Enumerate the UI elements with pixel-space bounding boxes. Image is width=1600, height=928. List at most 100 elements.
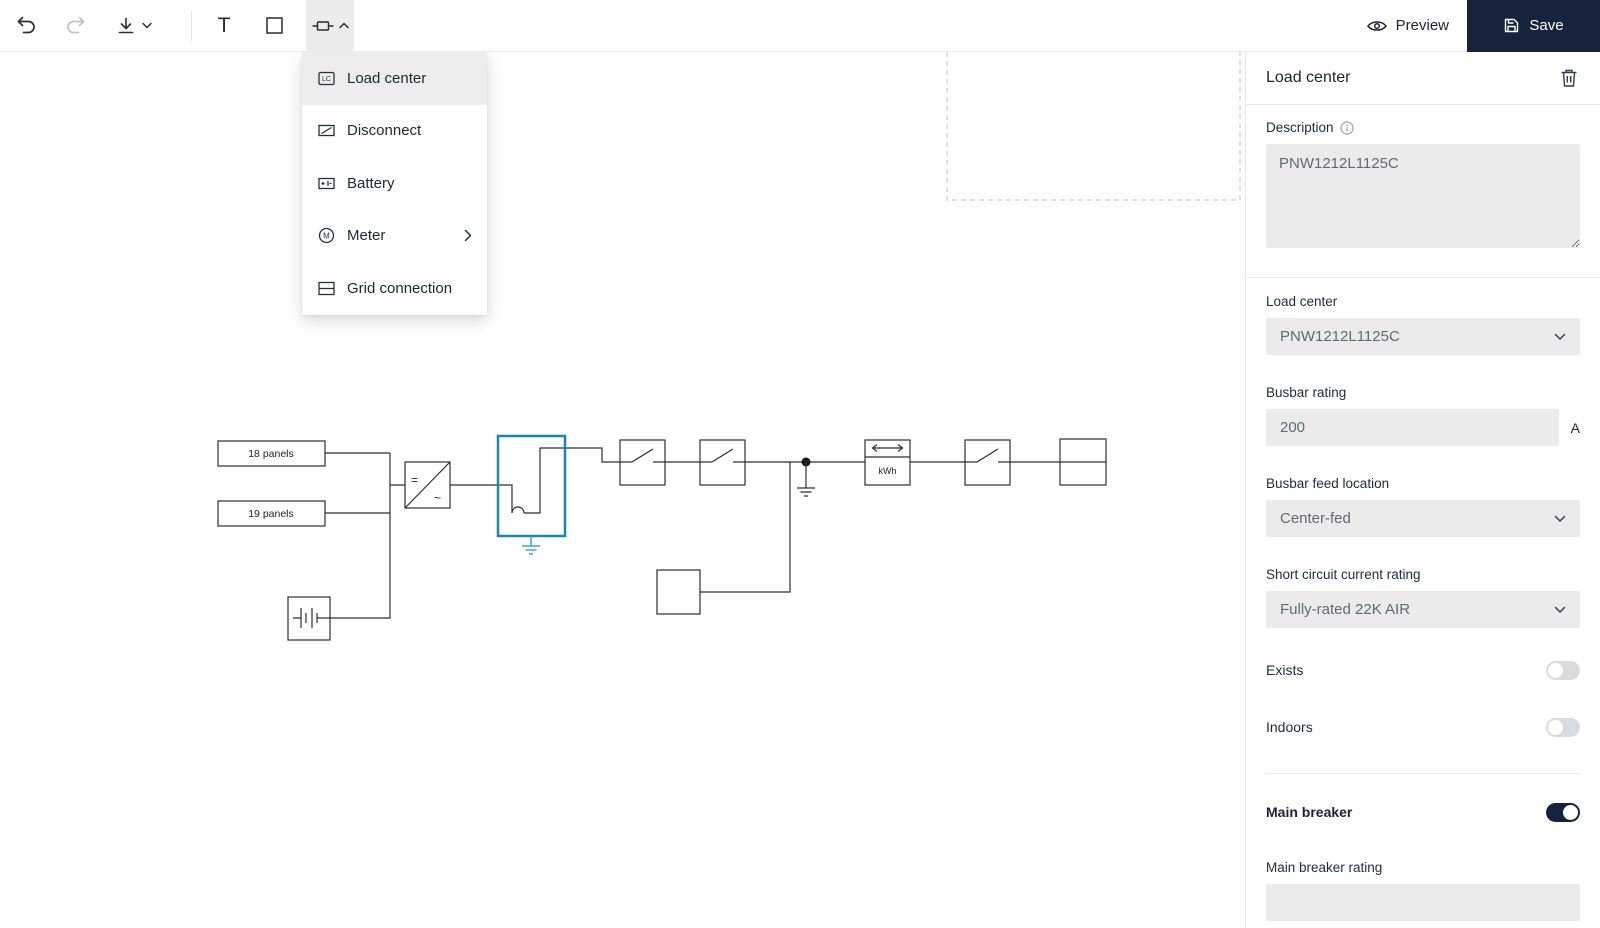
component-tool-icon (312, 20, 333, 31)
wire-loadcenter-to-disconnect1 (565, 447, 620, 463)
chevron-down-icon (1554, 515, 1566, 522)
description-textarea[interactable]: PNW1212L1125C (1266, 144, 1580, 248)
battery-icon (318, 177, 335, 189)
undo-button[interactable] (10, 0, 42, 52)
redo-icon (66, 16, 84, 33)
dashed-selection-region (946, 52, 1241, 201)
busbar-feed-value: Center-fed (1280, 510, 1351, 527)
pv-array-1-label: 18 panels (248, 448, 294, 460)
main-breaker-section: Main breaker Main breaker rating (1246, 774, 1600, 921)
toolbar-left-group: T (0, 0, 354, 52)
menu-item-disconnect[interactable]: Disconnect (302, 105, 487, 158)
info-icon[interactable] (1339, 120, 1354, 135)
subpanel-box[interactable] (656, 569, 701, 615)
description-section: Description PNW1212L1125C (1246, 105, 1600, 278)
menu-item-label: Battery (347, 174, 395, 192)
save-icon (1505, 18, 1519, 33)
menu-item-meter[interactable]: M Meter (302, 210, 487, 263)
disconnect-icon (318, 125, 335, 137)
wire-junction-to-subpanel (700, 462, 791, 593)
meter-label: kWh (879, 466, 897, 476)
rectangle-tool-icon (265, 17, 283, 34)
load-center-symbol-selected[interactable] (496, 434, 567, 555)
main-breaker-rating-label: Main breaker rating (1266, 860, 1383, 875)
pv-array-2[interactable]: 19 panels (217, 500, 326, 527)
pv-array-2-label: 19 panels (248, 508, 294, 520)
ground-icon (522, 536, 540, 555)
rectangle-tool-button[interactable] (258, 0, 290, 52)
grid-connection-icon (318, 281, 335, 295)
main-breaker-toggle[interactable] (1546, 802, 1580, 822)
diagram-canvas[interactable]: 18 panels 19 panels = ~ (0, 52, 1245, 928)
sccr-label: Short circuit current rating (1266, 567, 1421, 582)
load-center-value: PNW1212L1125C (1280, 328, 1400, 345)
save-button[interactable]: Save (1467, 0, 1600, 52)
inverter-symbol[interactable]: = ~ (404, 461, 451, 509)
load-center-label: Load center (1266, 294, 1338, 309)
chevron-down-icon (1554, 606, 1566, 613)
description-label: Description (1266, 120, 1334, 135)
disconnect-symbol-3[interactable] (964, 439, 1011, 486)
component-menu: LC Load center Disconnect Battery M Mete… (302, 52, 487, 315)
preview-button[interactable]: Preview (1349, 0, 1467, 52)
busbar-feed-select[interactable]: Center-fed (1266, 500, 1580, 537)
properties-panel: Load center Description PNW1212L11 (1245, 52, 1600, 928)
menu-item-battery[interactable]: Battery (302, 157, 487, 210)
fields-section: Load center PNW1212L1125C Busbar rating … (1246, 278, 1600, 774)
breaker-arc (511, 506, 525, 514)
inverter-ac-label: ~ (434, 491, 441, 505)
kwh-meter-symbol[interactable]: kWh (864, 439, 911, 486)
section-divider (1266, 773, 1580, 774)
chevron-right-icon (464, 230, 472, 242)
load-center-select[interactable]: PNW1212L1125C (1266, 318, 1580, 355)
busbar-rating-input[interactable] (1266, 409, 1559, 446)
menu-item-load-center[interactable]: LC Load center (302, 52, 487, 105)
text-tool-icon: T (217, 13, 231, 37)
toolbar: T (0, 0, 1600, 52)
toolbar-divider (191, 10, 192, 41)
undo-icon (17, 16, 35, 33)
inverter-dc-label: = (411, 473, 418, 487)
download-button[interactable] (111, 0, 157, 52)
selection-outline (496, 434, 567, 538)
main-breaker-rating-input[interactable] (1266, 884, 1580, 921)
panel-title: Load center (1266, 69, 1351, 86)
preview-label: Preview (1395, 17, 1449, 34)
busbar-rating-label: Busbar rating (1266, 385, 1347, 400)
redo-button[interactable] (59, 0, 91, 52)
junction-node[interactable] (797, 457, 815, 497)
chevron-up-icon (338, 22, 349, 29)
chevron-down-icon (1554, 333, 1566, 340)
sccr-value: Fully-rated 22K AIR (1280, 601, 1411, 618)
toolbar-right-group: Preview Save (1349, 0, 1600, 52)
grid-connection-symbol[interactable] (1059, 438, 1107, 486)
save-label: Save (1529, 17, 1564, 34)
trash-icon (1561, 69, 1577, 87)
menu-item-grid-connection[interactable]: Grid connection (302, 262, 487, 315)
ground-icon (797, 462, 815, 497)
svg-text:M: M (323, 232, 330, 241)
wire-pv-bus (325, 452, 405, 619)
menu-item-label: Load center (347, 69, 427, 87)
load-center-icon: LC (318, 71, 335, 85)
chevron-down-icon (142, 22, 152, 29)
disconnect-symbol-2[interactable] (699, 439, 746, 486)
disconnect-symbol-1[interactable] (619, 439, 666, 486)
menu-item-label: Disconnect (347, 122, 422, 140)
exists-label: Exists (1266, 662, 1304, 678)
menu-item-label: Grid connection (347, 279, 453, 297)
pv-array-1[interactable]: 18 panels (217, 440, 326, 467)
svg-text:LC: LC (322, 76, 331, 83)
delete-button[interactable] (1558, 66, 1580, 90)
text-tool-button[interactable]: T (208, 0, 240, 52)
component-tool-button[interactable] (306, 0, 354, 52)
sccr-select[interactable]: Fully-rated 22K AIR (1266, 591, 1580, 628)
panel-header: Load center (1246, 52, 1600, 105)
exists-toggle[interactable] (1546, 660, 1580, 680)
single-line-diagram: 18 panels 19 panels = ~ (217, 52, 1241, 641)
download-icon (118, 17, 134, 33)
indoors-toggle[interactable] (1546, 717, 1580, 737)
busbar-feed-label: Busbar feed location (1266, 476, 1390, 491)
battery-symbol[interactable] (287, 596, 331, 641)
